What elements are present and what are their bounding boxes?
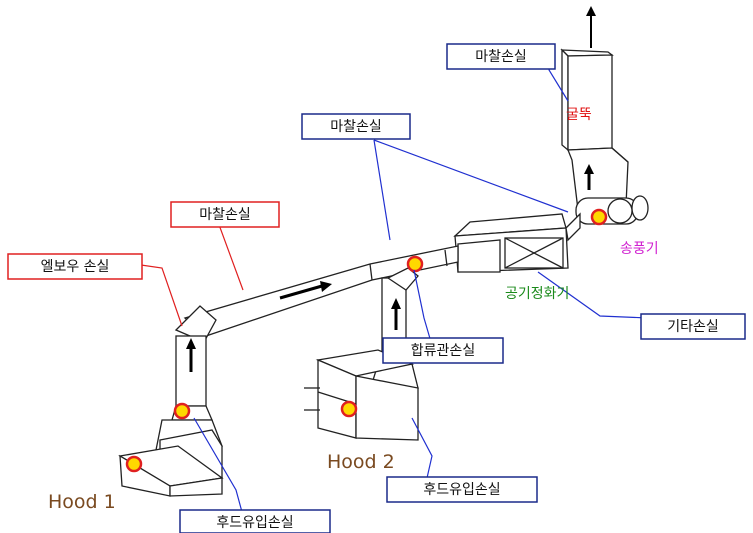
flow-arrow-icon [391, 298, 401, 330]
label-junction-loss: 합류관손실 [382, 337, 504, 364]
flow-arrow-icon [584, 164, 594, 190]
label-chimney: 굴뚝 [566, 107, 592, 123]
flow-arrow-icon [279, 281, 332, 300]
svg-text:마찰손실: 마찰손실 [330, 119, 382, 135]
label-air-cleaner: 공기정화기 [505, 286, 569, 302]
svg-text:마찰손실: 마찰손실 [475, 49, 527, 65]
label-hood-1: Hood 1 [48, 491, 116, 513]
label-elbow-loss: 엘보우 손실 [7, 253, 143, 280]
air-cleaner [453, 212, 581, 273]
label-stack-friction: 마찰손실 [446, 43, 556, 70]
label-other-loss: 기타손실 [640, 313, 746, 340]
svg-text:기타손실: 기타손실 [667, 319, 719, 335]
label-hood2-entry-loss: 후드유입손실 [386, 476, 538, 503]
measurement-point-icon [125, 208, 608, 473]
label-hood1-entry-loss: 후드유입손실 [179, 509, 331, 533]
label-hood-2: Hood 2 [327, 451, 395, 473]
svg-text:합류관손실: 합류관손실 [411, 343, 475, 359]
label-branch-friction: 마찰손실 [301, 113, 411, 140]
svg-text:후드유입손실: 후드유입손실 [423, 482, 500, 498]
stack [560, 48, 629, 218]
svg-text:마찰손실: 마찰손실 [199, 207, 251, 223]
hood-1 [118, 419, 224, 497]
flow-arrow-icon [186, 338, 196, 372]
fan [575, 195, 649, 225]
label-main-duct-friction: 마찰손실 [170, 201, 280, 228]
stack-exhaust-arrow [586, 6, 596, 48]
svg-text:엘보우 손실: 엘보우 손실 [41, 259, 110, 275]
label-fan: 송풍기 [620, 241, 659, 257]
svg-text:후드유입손실: 후드유입손실 [216, 515, 293, 531]
